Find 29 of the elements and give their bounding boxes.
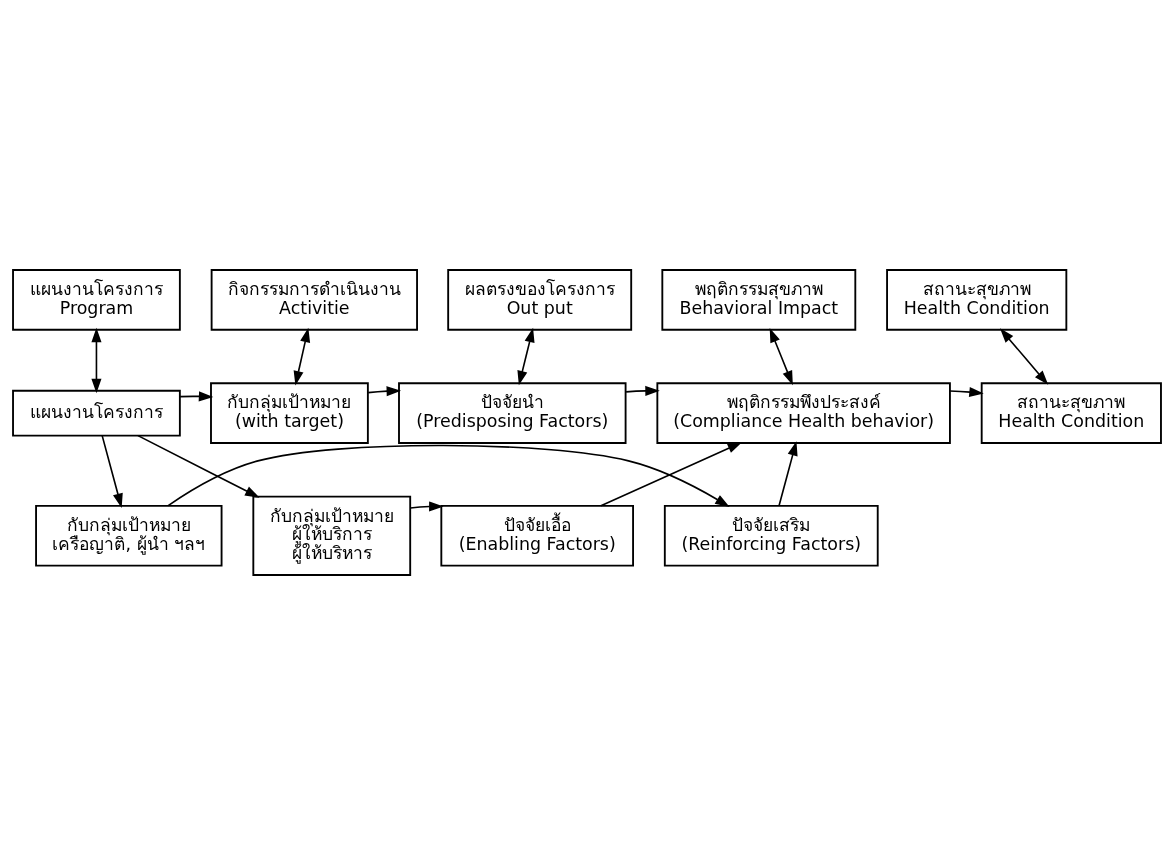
arrow (367, 386, 402, 397)
arrow (409, 501, 444, 512)
arrow (600, 442, 743, 507)
node-box: ผลตรงของโครงการ Out put (447, 269, 633, 331)
arrow (167, 444, 730, 507)
node-box: ปัจจัยนำ (Predisposing Factors) (398, 382, 627, 444)
node-box: พฤติกรรมสุขภาพ Behavioral Impact (661, 269, 857, 331)
arrow (778, 441, 798, 507)
node-box: กับกลุ่มเป้าหมาย ผู้ให้บริการ ผู้ให้บริหาร (252, 495, 412, 576)
node-box: สถานะสุขภาพ Health Condition (980, 382, 1162, 444)
arrow (137, 434, 260, 498)
arrow (91, 327, 102, 394)
arrow (101, 435, 123, 508)
node-box: แผนงานโครงการ (12, 389, 181, 437)
node-box: ปัจจัยเสริม (Reinforcing Factors) (663, 505, 879, 567)
node-box: กับกลุ่มเป้าหมาย เครือญาติ, ผู้นำ ฯลฯ (35, 505, 223, 567)
arrow (293, 327, 311, 386)
node-box: พฤติกรรมพึงประสงค์ (Compliance Health behavior) (656, 382, 951, 444)
arrow (949, 386, 984, 398)
node-box: แผนงานโครงการ Program (12, 269, 181, 331)
arrow (625, 385, 660, 396)
arrow (769, 327, 793, 386)
node-box: ปัจจัยเอื้อ (Enabling Factors) (440, 505, 634, 567)
node-box: กิจกรรมการดำเนินงาน Activitie (210, 269, 418, 331)
node-box: สถานะสุขภาพ Health Condition (886, 269, 1068, 331)
arrow (517, 327, 535, 386)
node-box: กับกลุ่มเป้าหมาย (with target) (210, 382, 369, 444)
arrow (179, 391, 214, 402)
arrow (999, 328, 1049, 385)
